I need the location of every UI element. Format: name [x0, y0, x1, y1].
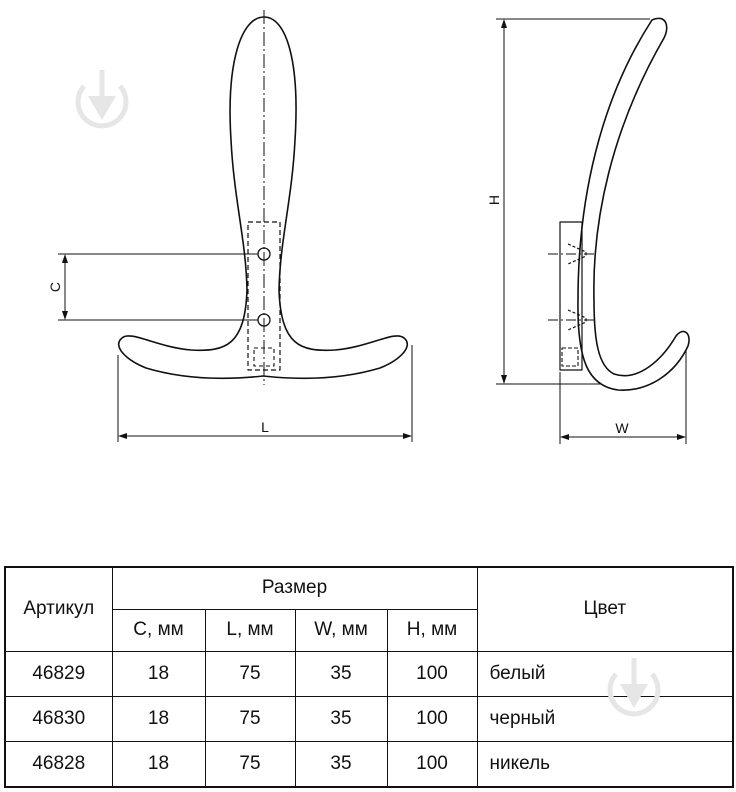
- cell-l: 75: [204, 740, 296, 788]
- table-row: 46829 18 75 35 100 белый: [4, 650, 734, 697]
- cell-color: черный: [476, 695, 734, 742]
- cell-c: 18: [111, 695, 206, 742]
- cell-l: 75: [204, 650, 296, 697]
- header-h: H, мм: [386, 608, 478, 652]
- cell-l: 75: [204, 695, 296, 742]
- dimension-h-label: H: [486, 195, 502, 205]
- table-row: 46828 18 75 35 100 никель: [4, 740, 734, 788]
- header-color: Цвет: [476, 566, 734, 652]
- hook-front-view: [117, 16, 409, 380]
- hook-side-view: [577, 17, 690, 391]
- cell-c: 18: [111, 740, 206, 788]
- header-l: L, мм: [204, 608, 296, 652]
- dimension-c: [58, 253, 258, 321]
- dimension-l: [117, 345, 413, 442]
- mounting-plate-side: [559, 221, 583, 371]
- header-w: W, мм: [294, 608, 388, 652]
- spec-table: Артикул Размер Цвет C, мм L, мм W, мм H,…: [4, 566, 734, 788]
- cell-w: 35: [294, 650, 388, 697]
- cell-color: белый: [476, 650, 734, 697]
- watermark-logo-icon: [607, 658, 661, 717]
- cell-h: 100: [386, 650, 478, 697]
- cell-color: никель: [476, 740, 734, 788]
- watermark-logo-icon: [75, 70, 129, 129]
- cell-c: 18: [111, 650, 206, 697]
- cell-h: 100: [386, 695, 478, 742]
- dimension-w: [559, 350, 687, 444]
- dimension-c-label: C: [47, 282, 63, 292]
- cell-w: 35: [294, 740, 388, 788]
- technical-drawing: C L H W: [47, 10, 690, 444]
- header-size: Размер: [111, 566, 478, 610]
- header-article: Артикул: [4, 566, 113, 652]
- cell-h: 100: [386, 740, 478, 788]
- cell-article: 46830: [4, 695, 113, 742]
- cell-w: 35: [294, 695, 388, 742]
- cell-article: 46829: [4, 650, 113, 697]
- dimension-h: [496, 18, 650, 385]
- dimension-l-label: L: [261, 419, 269, 435]
- table-row: 46830 18 75 35 100 черный: [4, 695, 734, 742]
- cell-article: 46828: [4, 740, 113, 788]
- dimension-w-label: W: [615, 420, 629, 436]
- plate-foot-side: [561, 347, 579, 367]
- header-c: C, мм: [111, 608, 206, 652]
